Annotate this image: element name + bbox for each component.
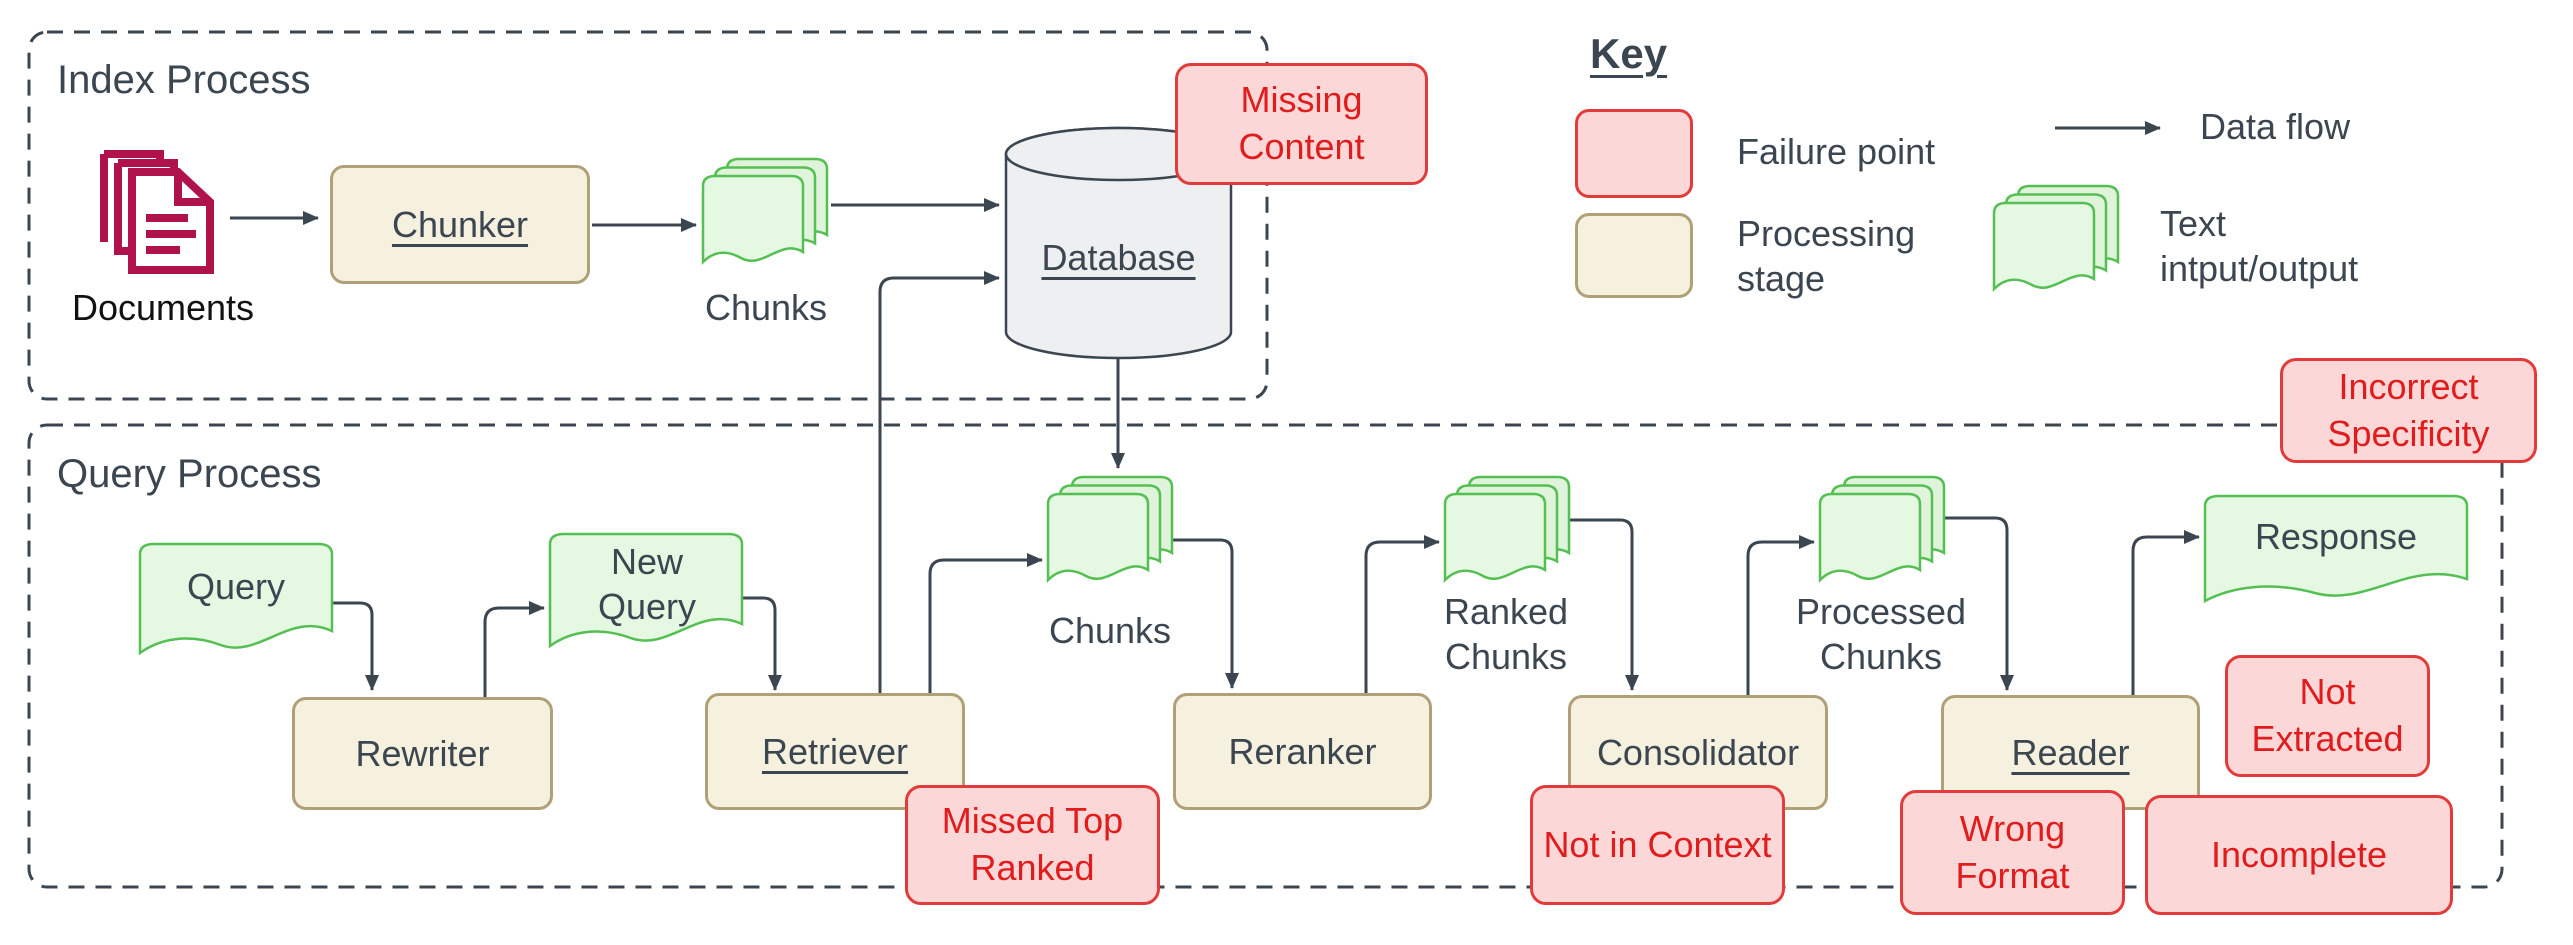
- edge-retriever-to-query-chunks: [928, 553, 1043, 693]
- documents-stack-icon: [100, 150, 214, 274]
- failure-not-extracted: Not Extracted: [2225, 655, 2430, 777]
- chunks-query-label: Chunks: [1048, 609, 1172, 651]
- key-stage-swatch: [1575, 213, 1693, 298]
- key-stage-label: Processing stage: [1737, 213, 1916, 299]
- chunks-index-label: Chunks: [704, 286, 828, 328]
- node-chunker: [330, 165, 590, 284]
- response-label: Response: [2254, 515, 2418, 557]
- failure-missed-top-ranked: Missed Top Ranked: [905, 785, 1160, 905]
- index-process-container-border: [27, 30, 1269, 401]
- node-retriever: [705, 693, 965, 810]
- reranker-label: Reranker: [1228, 731, 1377, 772]
- failure-incomplete: Incomplete: [2145, 795, 2453, 915]
- edge-query-to-rewriter: [332, 601, 379, 691]
- reader-label: Reader: [2011, 732, 2130, 773]
- query-process-container-border: [27, 423, 2504, 889]
- processed-chunks-label: Processed Chunks: [1795, 591, 1967, 677]
- edge-reader-to-response: [2131, 530, 2200, 695]
- edge-query-chunks-to-reranker: [1172, 538, 1239, 689]
- key-failure-label: Failure point: [1737, 130, 1936, 172]
- edge-new-query-to-retriever: [742, 596, 782, 691]
- query-process-title: Query Process: [57, 452, 322, 496]
- database-cylinder-icon: [1004, 126, 1233, 360]
- failure-missing-content: Missing Content: [1175, 63, 1428, 185]
- edge-processed-chunks-to-reader: [1943, 516, 2014, 691]
- index-process-title: Index Process: [57, 58, 311, 102]
- node-reranker: [1173, 693, 1432, 810]
- chunks-stack-icon-ranked: [1443, 475, 1571, 582]
- ranked-chunks-label: Ranked Chunks: [1443, 591, 1569, 677]
- chunks-stack-icon-query: [1046, 475, 1174, 582]
- documents-label: Documents: [71, 286, 255, 328]
- edge-ranked-chunks-to-consolidator: [1568, 518, 1639, 691]
- chunks-stack-icon-processed: [1818, 475, 1946, 582]
- retriever-label: Retriever: [761, 731, 909, 772]
- new-query-doc-shape: [548, 532, 744, 649]
- response-doc-shape: [2203, 494, 2469, 604]
- edge-consolidator-to-processed-chunks: [1746, 535, 1815, 695]
- rewriter-label: Rewriter: [355, 733, 490, 774]
- query-doc-shape: [138, 542, 334, 656]
- key-text-io-label: Text intput/output: [2160, 202, 2359, 289]
- chunks-stack-icon-key: [1992, 184, 2120, 291]
- chunker-label: Chunker: [391, 204, 529, 245]
- edge-rewriter-to-new-query: [483, 601, 545, 697]
- failure-wrong-format: Wrong Format: [1900, 790, 2125, 915]
- data-flow-connectors: [230, 198, 2200, 697]
- failure-incorrect-specificity: Incorrect Specificity: [2280, 358, 2537, 463]
- node-rewriter: [292, 697, 553, 810]
- edge-retriever-to-database: [878, 271, 1000, 693]
- key-title: Key: [1590, 30, 1668, 77]
- database-label: Database: [1041, 236, 1196, 278]
- query-doc-label: Query: [186, 566, 286, 607]
- edge-reranker-to-ranked-chunks: [1364, 535, 1440, 693]
- chunks-stack-icon-index: [701, 157, 829, 264]
- failure-not-in-context: Not in Context: [1530, 785, 1785, 905]
- consolidator-label: Consolidator: [1596, 732, 1800, 773]
- key-failure-swatch: [1575, 109, 1693, 198]
- new-query-label: New Query: [597, 541, 697, 627]
- key-data-flow-label: Data flow: [2200, 105, 2351, 147]
